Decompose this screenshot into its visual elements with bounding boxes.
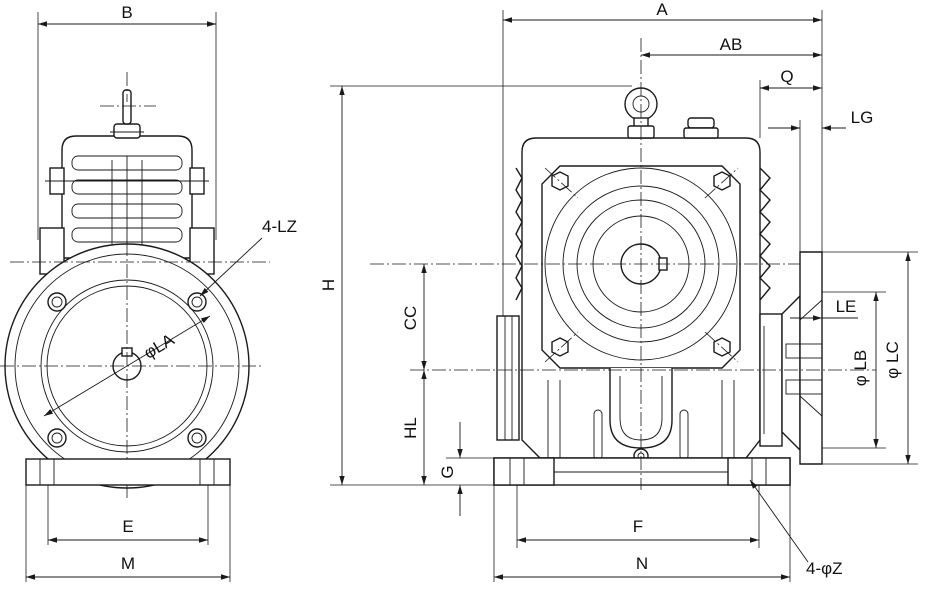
right-base-plate	[493, 457, 791, 486]
left-view: B 4-LZ φLA E M	[0, 3, 297, 582]
right-center-lines	[370, 38, 876, 490]
left-gearbox-body	[39, 72, 215, 275]
dim-H: H	[319, 85, 632, 486]
dim-CC: CC	[401, 264, 427, 370]
dim-A: A	[502, 0, 823, 316]
right-side-motor-stub	[496, 315, 520, 441]
label-N: N	[636, 554, 648, 573]
label-4-LZ: 4-LZ	[262, 217, 297, 236]
dim-phiLB: φ LB	[822, 291, 886, 449]
label-B: B	[121, 3, 132, 22]
label-M: M	[121, 554, 135, 573]
breather-cap	[683, 117, 719, 139]
dim-phiLC: φ LC	[822, 251, 918, 465]
dim-4-LZ: 4-LZ	[199, 217, 297, 297]
label-phiLB: φ LB	[851, 350, 870, 387]
label-HL: HL	[401, 417, 420, 439]
dim-E: E	[48, 517, 208, 543]
label-H: H	[319, 279, 338, 291]
label-G: G	[438, 465, 457, 478]
left-base-foot	[25, 458, 231, 582]
dim-Q: Q	[759, 67, 822, 138]
dim-M: M	[26, 554, 230, 580]
label-CC: CC	[401, 306, 420, 331]
housing-right-ribs	[515, 167, 771, 301]
label-phiLC: φ LC	[883, 341, 902, 378]
label-4-phiZ: 4-φZ	[806, 559, 843, 578]
label-LG: LG	[851, 108, 874, 127]
label-A: A	[656, 0, 668, 19]
right-view: H	[319, 0, 918, 582]
dim-AB: AB	[641, 35, 822, 58]
flange-bolt-holes	[47, 292, 207, 448]
dim-G: G	[438, 422, 494, 516]
dim-4-phiZ: 4-φZ	[749, 479, 843, 578]
dim-HL: HL	[401, 370, 427, 485]
label-AB: AB	[720, 35, 743, 54]
dim-LE: LE	[790, 297, 858, 321]
dim-N: N	[493, 485, 791, 582]
dim-B: B	[37, 3, 217, 240]
label-F: F	[633, 517, 643, 536]
label-Q: Q	[780, 67, 793, 86]
dim-F: F	[516, 485, 760, 548]
faceplate-bolts	[544, 167, 739, 363]
label-LE: LE	[836, 297, 857, 316]
output-flange	[759, 251, 823, 465]
dim-LG: LG	[768, 108, 873, 252]
label-E: E	[122, 517, 133, 536]
gearbox-housing	[515, 137, 771, 464]
